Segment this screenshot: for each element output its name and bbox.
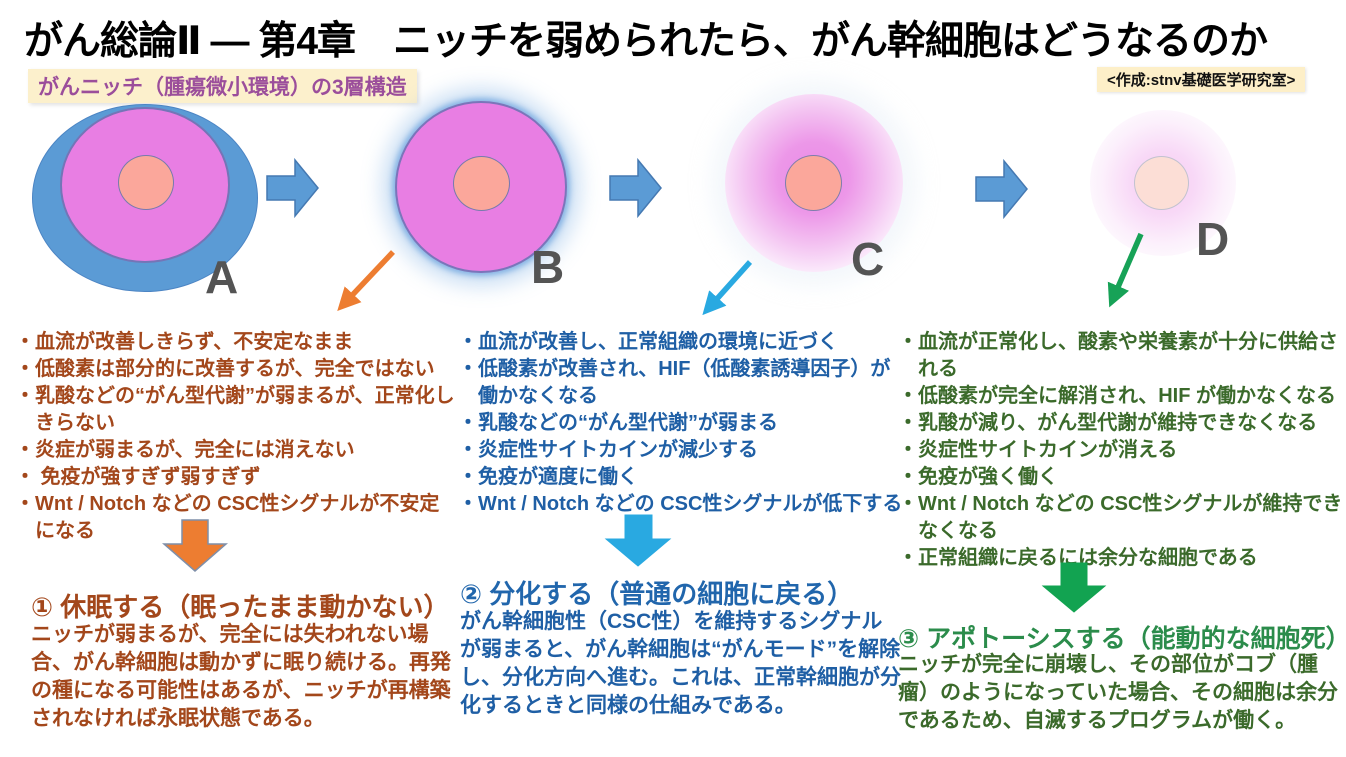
green-down-block-arrow-icon bbox=[1041, 562, 1107, 613]
list-item: ・正常組織に戻るには余分な細胞である bbox=[898, 547, 1258, 569]
stage-a-csc-core-circle bbox=[118, 155, 174, 210]
right-block-arrow-a-to-b-icon bbox=[266, 157, 319, 219]
list-item: ・免疫が強く働く bbox=[898, 466, 1058, 488]
conclusion-apoptosis-heading: ③ アポトーシスする（能動的な細胞死） bbox=[898, 625, 1346, 653]
list-item: ・免疫が適度に働く bbox=[458, 466, 638, 488]
list-item: ・血流が正常化し、酸素や栄養素が十分に供給される bbox=[898, 331, 1338, 380]
column-differentiation-bullet-list: ・血流が改善し、正常組織の環境に近づく ・低酸素が改善され、HIF（低酸素誘導因… bbox=[458, 329, 904, 518]
stage-c-label: C bbox=[851, 233, 885, 285]
list-item: ・低酸素が改善され、HIF（低酸素誘導因子）が働かなくなる bbox=[458, 358, 891, 407]
stage-d-label: D bbox=[1196, 213, 1230, 265]
credit-badge: <作成:stnv基礎医学研究室> bbox=[1097, 67, 1306, 92]
conclusion-dormancy-heading: ① 休眠する（眠ったまま動かない） bbox=[31, 592, 450, 622]
conclusion-apoptosis-body: ニッチが完全に崩壊し、その部位がコブ（腫瘤）のようになっていた場合、その細胞は余… bbox=[898, 653, 1338, 732]
stage-b-label: B bbox=[531, 241, 565, 293]
list-item: ・Wnt / Notch などの CSC性シグナルが維持できなくなる bbox=[898, 493, 1343, 542]
list-item: ・血流が改善し、正常組織の環境に近づく bbox=[458, 331, 838, 353]
list-item: ・乳酸などの“がん型代謝”が弱まるが、正常化しきらない bbox=[15, 385, 455, 434]
column-apoptosis-bullet-list: ・血流が正常化し、酸素や栄養素が十分に供給される ・低酸素が完全に解消され、HI… bbox=[898, 329, 1346, 572]
subtitle-badge: がんニッチ（腫瘍微小環境）の3層構造 bbox=[28, 69, 417, 103]
list-item: ・乳酸が減り、がん型代謝が維持できなくなる bbox=[898, 412, 1318, 434]
list-item: ・血流が改善しきらず、不安定なまま bbox=[15, 331, 354, 353]
cyan-diagonal-arrow-icon bbox=[702, 260, 753, 316]
stage-b-csc-core-circle bbox=[453, 156, 510, 211]
orange-down-block-arrow-icon bbox=[161, 519, 229, 572]
page-title: がん総論Ⅱ — 第4章 ニッチを弱められたら、がん幹細胞はどうなるのか bbox=[24, 20, 1268, 63]
list-item: ・低酸素は部分的に改善するが、完全ではない bbox=[15, 358, 435, 380]
right-block-arrow-b-to-c-icon bbox=[609, 157, 662, 219]
column-dormancy-bullet-list: ・血流が改善しきらず、不安定なまま ・低酸素は部分的に改善するが、完全ではない … bbox=[15, 329, 456, 545]
stage-a-label: A bbox=[205, 251, 239, 303]
cyan-down-block-arrow-icon bbox=[604, 514, 672, 567]
green-diagonal-arrow-icon bbox=[1107, 232, 1144, 308]
conclusion-dormancy-body: ニッチが弱まるが、完全には失われない場合、がん幹細胞は動かずに眠り続ける。再発の… bbox=[31, 623, 451, 730]
list-item: ・乳酸などの“がん型代謝”が弱まる bbox=[458, 412, 778, 434]
conclusion-differentiation-heading: ② 分化する（普通の細胞に戻る） bbox=[460, 579, 854, 609]
orange-diagonal-arrow-icon bbox=[337, 250, 395, 312]
list-item: ・炎症が弱まるが、完全には消えない bbox=[15, 439, 355, 461]
list-item: ・炎症性サイトカインが消える bbox=[898, 439, 1178, 461]
conclusion-differentiation-body: がん幹細胞性（CSC性）を維持するシグナルが弱まると、がん幹細胞は“がんモード”… bbox=[460, 610, 901, 717]
list-item: ・炎症性サイトカインが減少する bbox=[458, 439, 758, 461]
stage-c-csc-core-circle bbox=[785, 155, 842, 211]
list-item: ・ 免疫が強すぎず弱すぎず bbox=[15, 466, 261, 488]
right-block-arrow-c-to-d-icon bbox=[975, 158, 1028, 220]
list-item: ・Wnt / Notch などの CSC性シグナルが低下する bbox=[458, 493, 903, 515]
list-item: ・Wnt / Notch などの CSC性シグナルが不安定になる bbox=[15, 493, 440, 542]
stage-d-csc-core-circle bbox=[1134, 156, 1189, 210]
list-item: ・低酸素が完全に解消され、HIF が働かなくなる bbox=[898, 385, 1336, 407]
